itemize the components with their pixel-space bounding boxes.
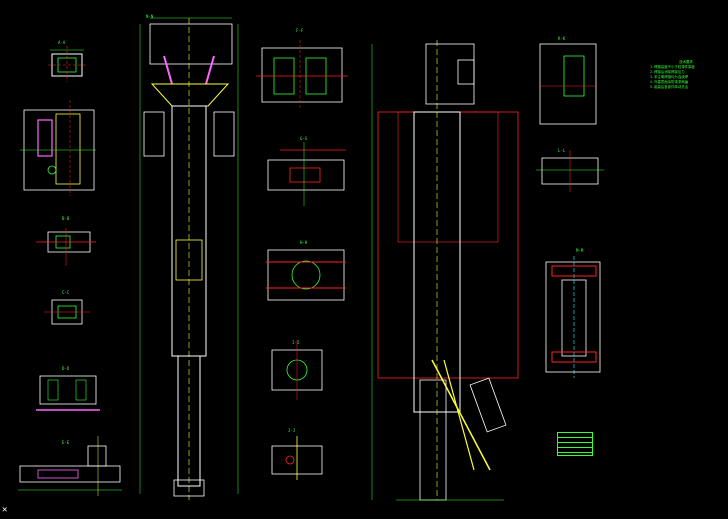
parts-table — [557, 432, 593, 456]
detail-view-right-top — [539, 43, 597, 125]
detail-view-section-c — [36, 228, 96, 266]
section-label: G-G — [300, 136, 308, 141]
section-view-4 — [271, 340, 323, 400]
detail-view-section-d — [44, 299, 90, 325]
parts-table-row — [558, 438, 592, 443]
section-label: F-F — [296, 28, 304, 33]
section-label: B-B — [62, 216, 70, 221]
notes-line: 5.组装后各部件转动灵活 — [650, 85, 688, 89]
notes-line: 1.焊缝高度不小于较薄件厚度 — [650, 65, 695, 69]
section-view-2 — [267, 142, 346, 206]
parts-table-row — [558, 433, 592, 438]
notes-line: 3.未注明焊缝均为连续焊 — [650, 75, 688, 79]
detail-view-bottom-left — [18, 436, 122, 496]
detail-view-section-e — [36, 375, 100, 411]
section-view-5 — [271, 436, 323, 480]
section-label: H-H — [300, 240, 308, 245]
notes-line: 2.焊接后消除焊接应力 — [650, 70, 685, 74]
section-label: D-D — [62, 366, 70, 371]
detail-view-right-mid — [536, 150, 604, 192]
section-view-1 — [256, 40, 348, 108]
section-label: C-C — [62, 290, 70, 295]
parts-table-row — [558, 443, 592, 448]
section-label: J-J — [288, 428, 296, 433]
ucs-axis-icon: ✕ — [2, 505, 8, 515]
section-label: L-L — [558, 148, 566, 153]
section-label: E-E — [62, 440, 70, 445]
parts-table-row — [558, 448, 592, 453]
section-label: I-I — [292, 340, 300, 345]
technical-notes: 技术要求 1.焊缝高度不小于较薄件厚度 2.焊接后消除焊接应力 3.未注明焊缝均… — [650, 60, 722, 90]
detail-view-bracket — [20, 100, 96, 196]
section-label: M-M — [576, 248, 584, 253]
section-label: K-K — [558, 36, 566, 41]
notes-line: 4.外露表面涂防锈漆两遍 — [650, 80, 688, 84]
main-assembly-front-view — [139, 17, 239, 500]
detail-view-right-roller — [545, 256, 601, 378]
section-view-3 — [266, 249, 346, 301]
parts-table-row — [558, 453, 592, 457]
section-label: N-N — [146, 14, 154, 19]
detail-view-top-left — [48, 46, 86, 82]
section-label: A-A — [58, 40, 66, 45]
notes-title: 技术要求 — [679, 60, 693, 64]
main-assembly-side-view — [371, 40, 519, 501]
